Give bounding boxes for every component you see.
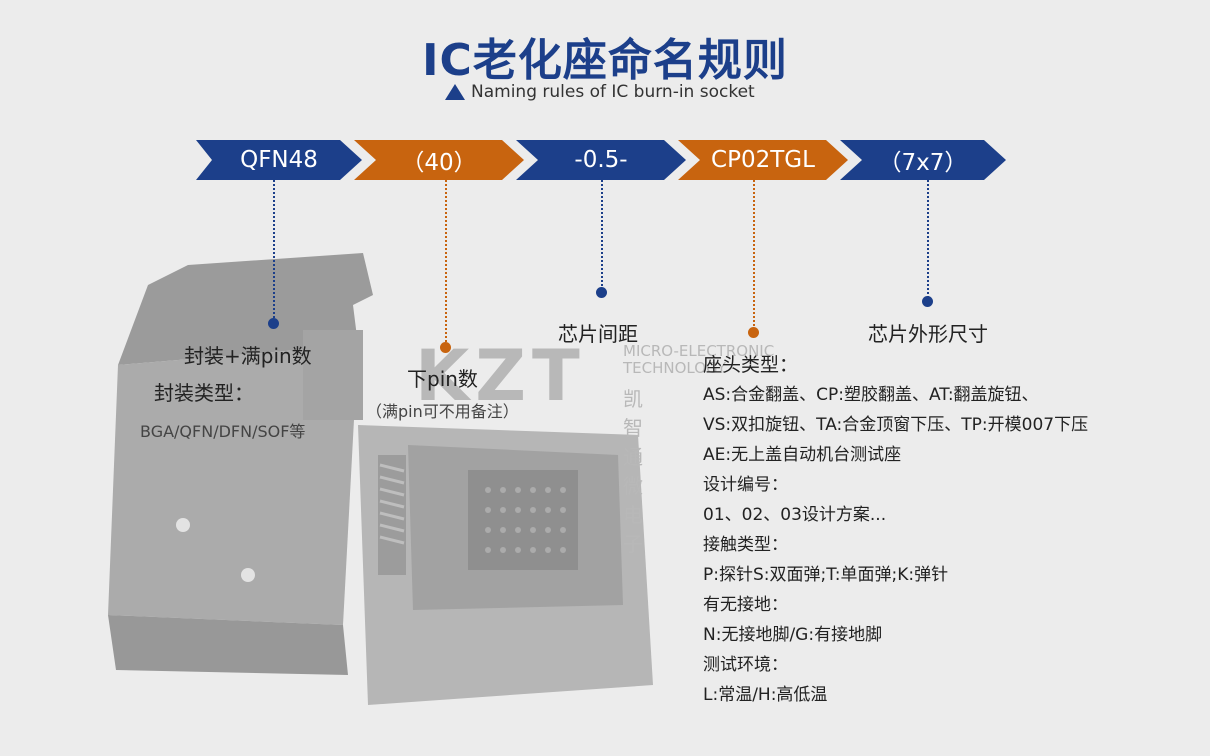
- segment-lower-pin: （40）: [354, 140, 524, 180]
- burn-in-socket-image: [108, 253, 653, 705]
- label-chip-pitch: 芯片间距: [558, 322, 638, 346]
- page-title: IC老化座命名规则: [422, 35, 788, 86]
- segment-chip-size: （7x7）: [840, 140, 1006, 180]
- segment-socket-code: CP02TGL: [678, 140, 848, 180]
- connector-dot: [922, 296, 933, 307]
- rule-line: AS:合金翻盖、CP:塑胶翻盖、AT:翻盖旋钮、: [703, 385, 1039, 405]
- label-package-examples: BGA/QFN/DFN/SOF等: [140, 422, 306, 441]
- rule-heading: 接触类型：: [703, 535, 788, 555]
- connector-line: [273, 180, 275, 322]
- socket-code-rules: 座头类型： AS:合金翻盖、CP:塑胶翻盖、AT:翻盖旋钮、 VS:双扣旋钮、T…: [703, 350, 1088, 710]
- rule-heading: 测试环境：: [703, 655, 788, 675]
- rule-line: N:无接地脚/G:有接地脚: [703, 625, 883, 645]
- label-package-full-pin: 封装+满pin数: [184, 344, 312, 368]
- rule-line: P:探针S:双面弹;T:单面弹;K:弹针: [703, 565, 949, 585]
- connector-dot: [268, 318, 279, 329]
- segment-package: QFN48: [196, 140, 362, 180]
- label-lower-pin: 下pin数: [407, 367, 478, 391]
- segment-pitch: -0.5-: [516, 140, 686, 180]
- connector-dot: [748, 327, 759, 338]
- label-package-type: 封装类型：: [154, 381, 254, 405]
- page-subtitle: Naming rules of IC burn-in socket: [445, 82, 755, 102]
- watermark: KZT MICRO-ELECTRONIC TECHNOLOGY 凯智通微电子: [415, 335, 774, 556]
- rule-line: L:常温/H:高低温: [703, 685, 828, 705]
- connector-line: [753, 180, 755, 330]
- rule-heading: 有无接地：: [703, 595, 788, 615]
- watermark-english: MICRO-ELECTRONIC TECHNOLOGY: [623, 342, 775, 377]
- connector-dot: [596, 287, 607, 298]
- label-chip-size: 芯片外形尺寸: [868, 322, 988, 346]
- subtitle-text: Naming rules of IC burn-in socket: [471, 82, 755, 102]
- triangle-icon: [445, 84, 465, 100]
- watermark-chinese: 凯智通微电子: [623, 387, 649, 556]
- connector-line: [927, 180, 929, 298]
- connector-dot: [440, 342, 451, 353]
- connector-line: [601, 180, 603, 290]
- rule-heading: 设计编号：: [703, 475, 788, 495]
- label-lower-pin-note: （满pin可不用备注）: [366, 402, 519, 421]
- rule-line: 01、02、03设计方案...: [703, 505, 887, 525]
- rule-line: AE:无上盖自动机台测试座: [703, 445, 902, 465]
- rule-heading: 座头类型：: [703, 354, 799, 376]
- connector-line: [445, 180, 447, 346]
- rule-line: VS:双扣旋钮、TA:合金顶窗下压、TP:开模007下压: [703, 415, 1089, 435]
